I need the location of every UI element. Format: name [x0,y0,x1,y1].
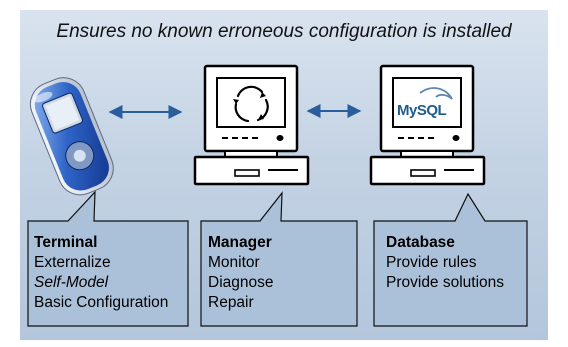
database-line: Provide solutions [386,274,505,291]
terminal-callout [27,190,189,327]
terminal-line: Externalize [34,254,111,271]
database-line: Provide rules [386,254,477,271]
diagram-headline: Ensures no known erroneous configuration… [56,21,512,42]
manager-label: Manager Monitor Diagnose Repair [208,233,274,313]
manager-line: Monitor [208,254,260,271]
manager-callout [200,191,358,327]
terminal-line: Self-Model [34,274,109,291]
manager-line: Diagnose [208,274,274,291]
terminal-label: Terminal Externalize Self-Model Basic Co… [34,233,168,313]
manager-line: Repair [208,294,254,311]
terminal-title: Terminal [34,234,98,251]
manager-title: Manager [208,234,272,251]
database-title: Database [386,234,455,251]
database-callout [373,192,528,327]
manager-computer-icon [193,64,310,186]
terminal-line: Basic Configuration [34,294,169,311]
mysql-logo: MySQL [397,102,447,119]
database-label: Database Provide rules Provide solutions [386,233,504,293]
mobile-phone-icon [29,77,114,196]
database-computer-icon [369,64,486,186]
